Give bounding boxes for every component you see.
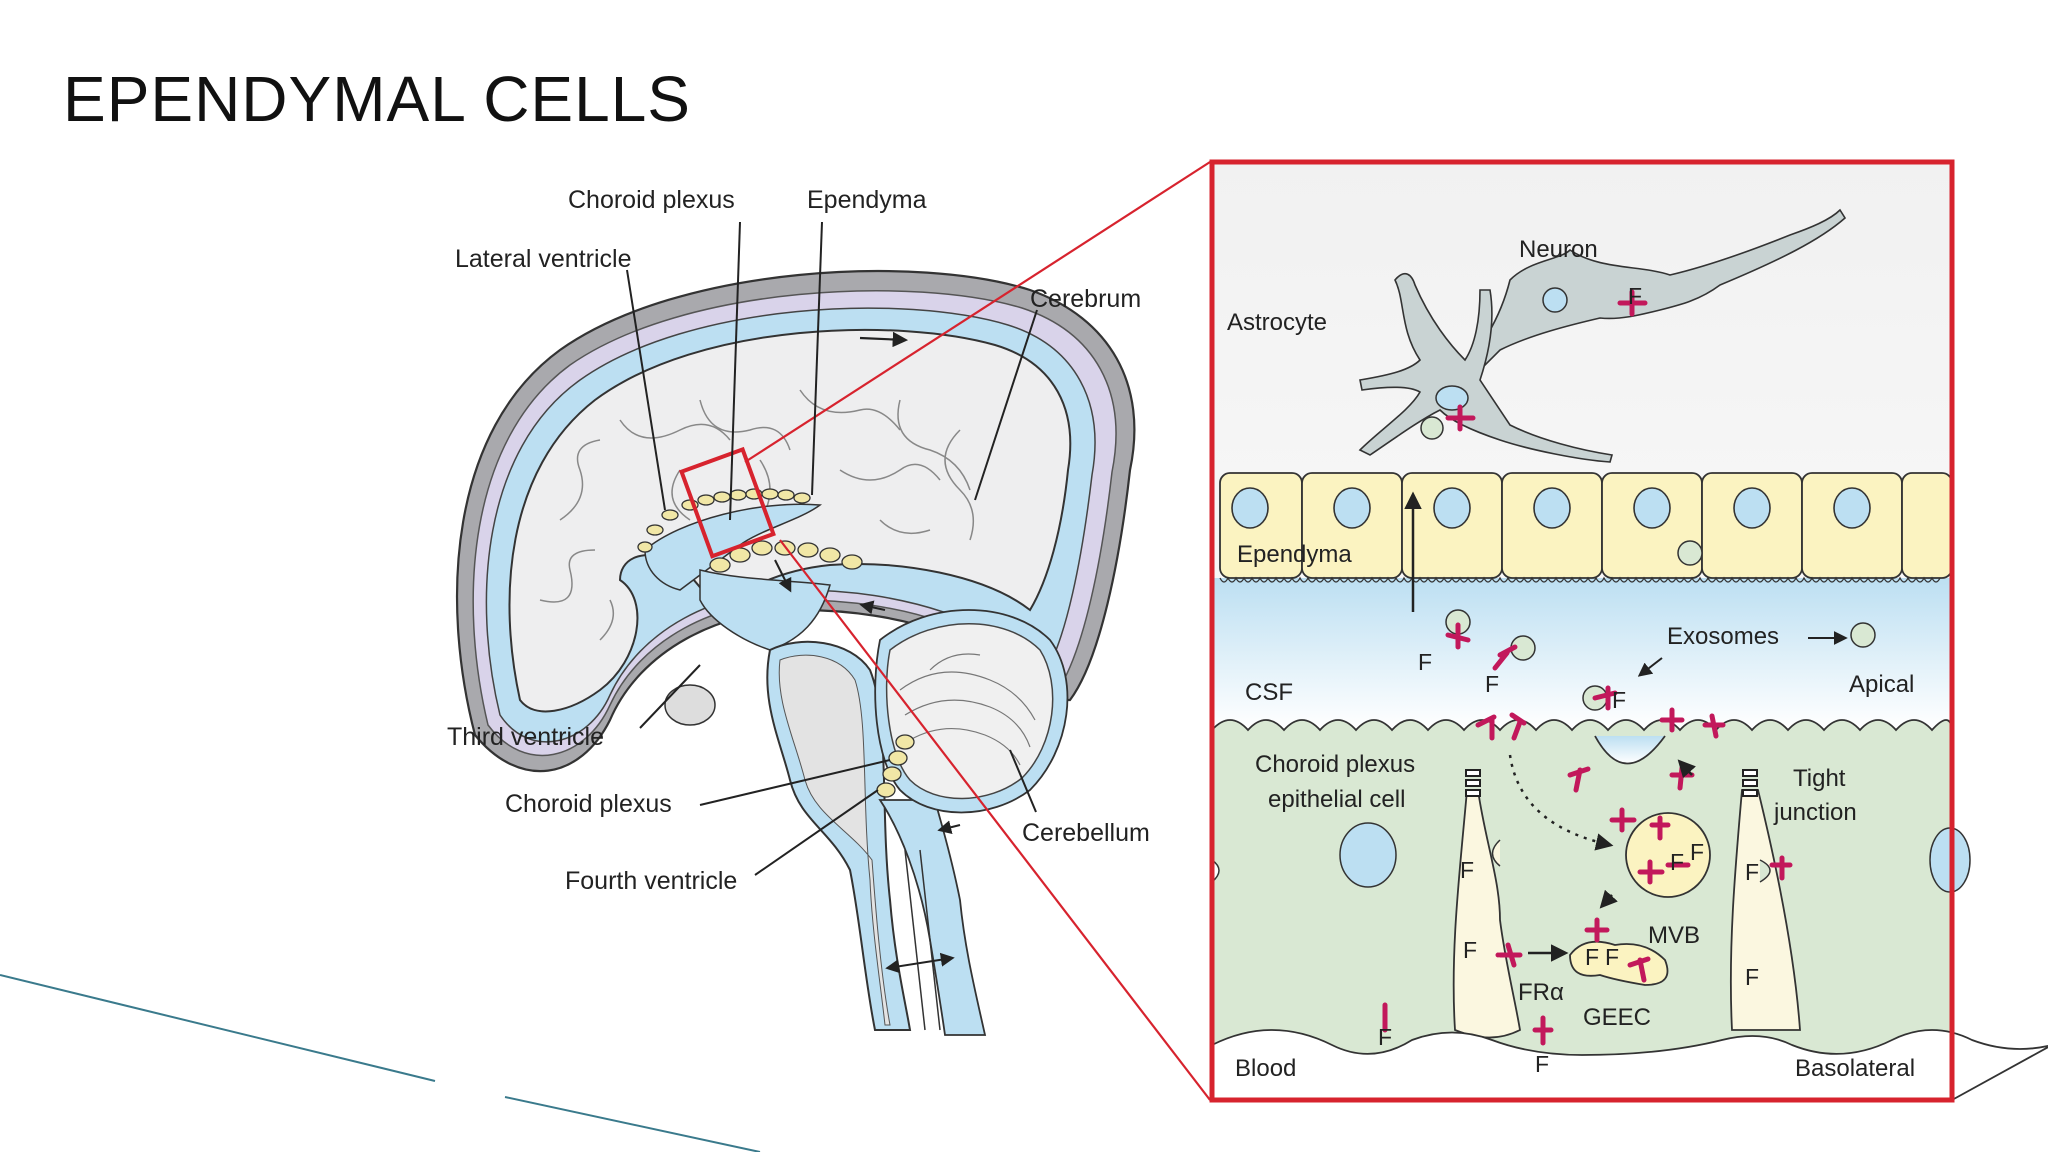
slide-title: EPENDYMAL CELLS bbox=[63, 63, 691, 135]
svg-text:F: F bbox=[1460, 857, 1474, 883]
svg-text:F: F bbox=[1535, 1051, 1549, 1077]
pituitary bbox=[664, 684, 716, 726]
label-neuron: Neuron bbox=[1519, 236, 1598, 263]
label-choroid-plexus-top: Choroid plexus bbox=[568, 186, 735, 214]
label-cerebellum: Cerebellum bbox=[1022, 819, 1150, 847]
ependymal-nuclei bbox=[1231, 487, 1871, 529]
neuron bbox=[1454, 208, 1847, 392]
svg-text:F: F bbox=[1745, 859, 1759, 885]
svg-text:F: F bbox=[1485, 671, 1499, 697]
choroid-plexus-beads-top bbox=[637, 488, 863, 573]
third-ventricle bbox=[699, 569, 831, 651]
label-lateral-ventricle: Lateral ventricle bbox=[455, 245, 631, 273]
folate-labels: F F F F F F F F F F F F F F bbox=[1378, 283, 1759, 1077]
svg-text:F: F bbox=[1612, 687, 1626, 713]
decorative-lines bbox=[0, 974, 761, 1152]
svg-text:F: F bbox=[1628, 283, 1642, 309]
label-fr-alpha: FRα bbox=[1518, 979, 1564, 1006]
label-tight-line2: junction bbox=[1773, 799, 1857, 826]
csf-region bbox=[1212, 578, 1952, 728]
label-fourth-ventricle: Fourth ventricle bbox=[565, 867, 737, 895]
label-third-ventricle: Third ventricle bbox=[447, 723, 604, 751]
svg-text:F: F bbox=[1463, 937, 1477, 963]
label-mvb: MVB bbox=[1648, 922, 1700, 949]
label-ependyma-inset: Ependyma bbox=[1237, 541, 1352, 568]
csf-flow-arrows bbox=[774, 331, 961, 974]
svg-text:F: F bbox=[1670, 849, 1684, 875]
inset-frame bbox=[1209, 159, 1955, 1103]
tight-junction-icon bbox=[1465, 769, 1758, 797]
inset-diagram: Neuron Astrocyte Ependyma Exosomes CSF A… bbox=[1209, 159, 2048, 1103]
label-exosomes: Exosomes bbox=[1667, 623, 1779, 650]
label-choroid-epithelial-line1: Choroid plexus bbox=[1255, 751, 1415, 778]
label-cerebrum: Cerebrum bbox=[1030, 285, 1141, 313]
brain-diagram: Choroid plexus Ependyma Lateral ventricl… bbox=[447, 161, 1211, 1101]
cerebrum-gyri bbox=[539, 389, 975, 641]
choroid-plexus-beads-fourth bbox=[876, 734, 915, 798]
svg-text:F: F bbox=[1605, 944, 1619, 970]
spinal-cord bbox=[878, 799, 987, 1036]
label-geec: GEEC bbox=[1583, 1004, 1651, 1031]
svg-text:F: F bbox=[1690, 839, 1704, 865]
label-choroid-plexus-bottom: Choroid plexus bbox=[505, 790, 672, 818]
label-csf: CSF bbox=[1245, 679, 1293, 706]
astrocyte bbox=[1358, 272, 1614, 463]
label-basolateral: Basolateral bbox=[1795, 1055, 1915, 1082]
ependyma-cilia bbox=[1219, 576, 1941, 583]
basolateral-channel-right bbox=[1729, 789, 1801, 1031]
label-choroid-epithelial-line2: epithelial cell bbox=[1268, 786, 1405, 813]
svg-text:F: F bbox=[1418, 649, 1432, 675]
zoom-region-box bbox=[678, 446, 776, 559]
basolateral-channel-left bbox=[1452, 789, 1521, 1039]
apical-pocket bbox=[1594, 735, 1666, 765]
brain-leader-lines bbox=[626, 221, 1038, 876]
epithelial-nucleus bbox=[1339, 822, 1397, 888]
label-tight-line1: Tight bbox=[1793, 765, 1846, 792]
svg-text:F: F bbox=[1585, 944, 1599, 970]
label-ependyma: Ependyma bbox=[807, 186, 927, 214]
label-blood: Blood bbox=[1235, 1055, 1296, 1082]
svg-text:F: F bbox=[1745, 964, 1759, 990]
svg-text:F: F bbox=[1378, 1024, 1392, 1050]
label-apical: Apical bbox=[1849, 671, 1914, 698]
mvb bbox=[1625, 812, 1711, 898]
blood-region bbox=[1211, 1029, 2048, 1101]
label-astrocyte: Astrocyte bbox=[1227, 309, 1327, 336]
